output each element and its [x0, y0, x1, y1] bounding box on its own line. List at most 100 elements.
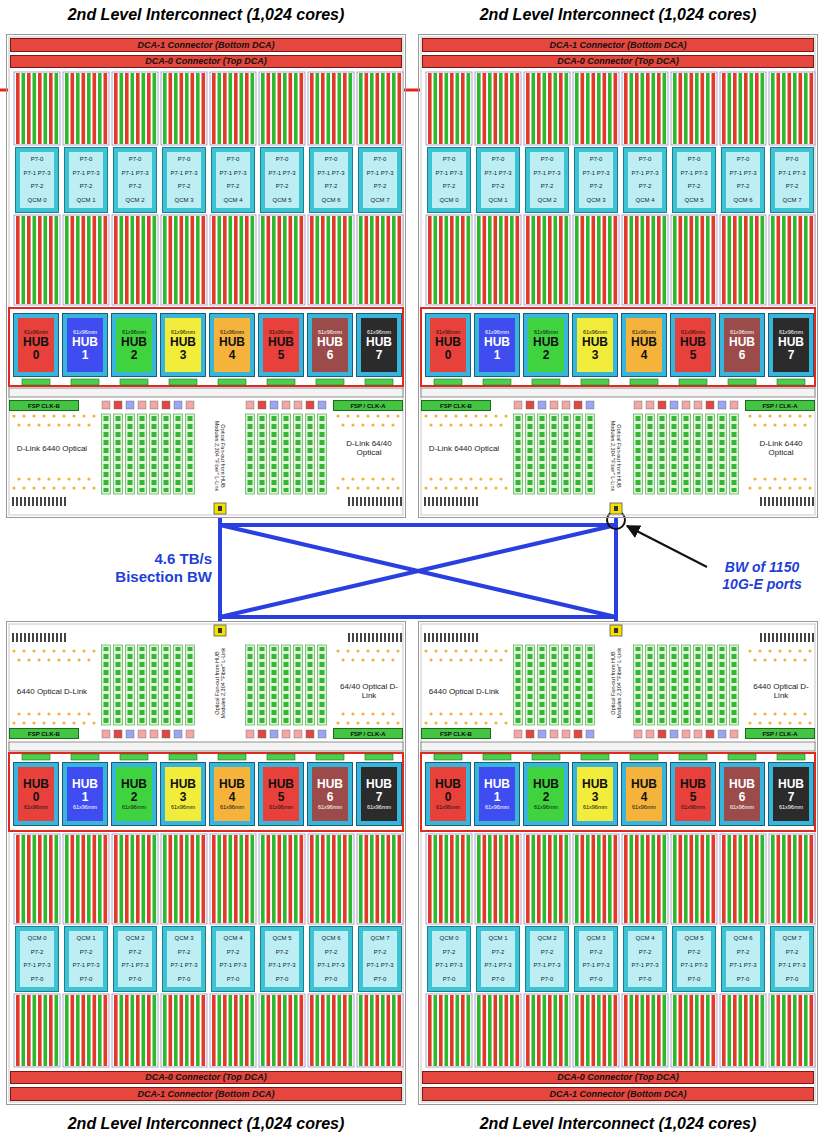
solder-dot [356, 414, 359, 417]
fiber-column [514, 414, 523, 494]
fiber-port [670, 730, 678, 738]
cable-stripe [728, 216, 732, 304]
cable-stripe [169, 835, 173, 923]
cable-stripe [477, 995, 481, 1066]
cable-stripe [261, 995, 265, 1066]
cable-stripe [483, 995, 487, 1066]
solder-dot [434, 649, 437, 652]
solder-dot [803, 712, 806, 715]
solder-dot [356, 649, 359, 652]
solder-dot [52, 414, 55, 417]
chip-label: P7-0 [325, 156, 338, 163]
clock-band: FSP / CLK-A [333, 400, 403, 411]
solder-dot [386, 649, 389, 652]
cable-stripe [782, 995, 786, 1066]
hub-module: 61x96mmHUB 2 [524, 314, 568, 376]
hub-module: 61x96mmHUB 6 [720, 314, 764, 376]
qcm-module: QCM 1P7-2P7-1 P7-3P7-0 [477, 927, 519, 991]
cable-stripe [505, 835, 509, 923]
connector-group [220, 518, 616, 621]
hub-connector [679, 379, 707, 385]
cable-stripe [49, 835, 53, 923]
cable-stripe [706, 73, 710, 144]
cable-stripe [761, 835, 765, 923]
fiber-strand [128, 647, 133, 723]
solder-dot [489, 423, 492, 426]
cable-stripe [712, 835, 716, 923]
cable-stripe [240, 216, 244, 304]
fiber-port [514, 401, 522, 409]
cable-stripe [16, 216, 20, 304]
hub-connector [532, 754, 560, 760]
fiber-column [270, 645, 279, 725]
pin-strip [444, 633, 446, 642]
pin-strip [48, 633, 50, 642]
chip-label: QCM 6 [733, 197, 752, 204]
cable-stripe [196, 73, 200, 144]
cable-stripe [321, 835, 325, 923]
cable-group [161, 215, 207, 305]
hub-label: 61x96mm [24, 804, 48, 811]
cable-stripe [240, 995, 244, 1066]
cable-stripe [349, 216, 353, 304]
cable-stripe [624, 216, 628, 304]
qcm-module: QCM 4P7-2P7-1 P7-3P7-0 [212, 927, 254, 991]
fiber-strand [248, 416, 253, 492]
hub-frame [421, 753, 815, 831]
cable-stripe [44, 995, 48, 1066]
cable-stripe [750, 835, 754, 923]
cable-stripe [483, 216, 487, 304]
solder-dot [386, 414, 389, 417]
hub-label: 61x96mm [485, 804, 509, 811]
solder-dot [396, 414, 399, 417]
chip-label: P7-2 [325, 183, 338, 190]
cable-stripe [750, 73, 754, 144]
pin-strip [380, 633, 382, 642]
cable-group [426, 994, 472, 1067]
solder-dot [454, 414, 457, 417]
hub-label: 61x96mm [73, 804, 97, 811]
fanout-label-box: Optical Fan-out from HUB Modules 2,304 "… [602, 641, 630, 725]
cable-stripe [456, 73, 460, 144]
fiber-strand [116, 647, 121, 723]
pin-strip [52, 497, 54, 506]
solder-dot [793, 658, 796, 661]
cable-stripe [376, 73, 380, 144]
fiber-strand [732, 416, 737, 492]
chip-label: P7-1 P7-3 [23, 170, 50, 177]
cable-stripe [376, 835, 380, 923]
cable-stripe [267, 73, 271, 144]
pin-strip [64, 497, 66, 506]
cable-stripe [554, 835, 558, 923]
solder-dot [361, 423, 364, 426]
fiber-strand [140, 647, 145, 723]
chip-label: P7-2 [276, 949, 289, 956]
cable-stripe [445, 73, 449, 144]
cable-stripe [733, 835, 737, 923]
solder-dot [444, 414, 447, 417]
cable-stripe [300, 73, 304, 144]
hub-label: 61x96mm [730, 329, 754, 336]
cable-stripe [87, 835, 91, 923]
solder-dot [499, 712, 502, 715]
cable-stripe [755, 995, 759, 1066]
cable-stripe [434, 73, 438, 144]
fiber-strand [320, 647, 325, 723]
cable-stripe [261, 216, 265, 304]
cable-stripe [365, 216, 369, 304]
dlink-label-box: D-Link 6440 Optical [424, 428, 504, 468]
fiber-port [186, 730, 194, 738]
cable-stripe [630, 995, 634, 1066]
chip-label: P7-2 [374, 949, 387, 956]
cable-stripe [316, 73, 320, 144]
drawer-illustration [6, 621, 406, 1139]
chip-label: P7-0 [374, 156, 387, 163]
pin-strip [356, 633, 358, 642]
cable-stripe [782, 73, 786, 144]
chip-label: P7-1 P7-3 [680, 962, 707, 969]
chip-label: P7-1 P7-3 [680, 170, 707, 177]
drawer-frame [421, 37, 815, 515]
cable-group [308, 994, 354, 1067]
cable-stripe [22, 216, 26, 304]
cable-stripe [38, 216, 42, 304]
